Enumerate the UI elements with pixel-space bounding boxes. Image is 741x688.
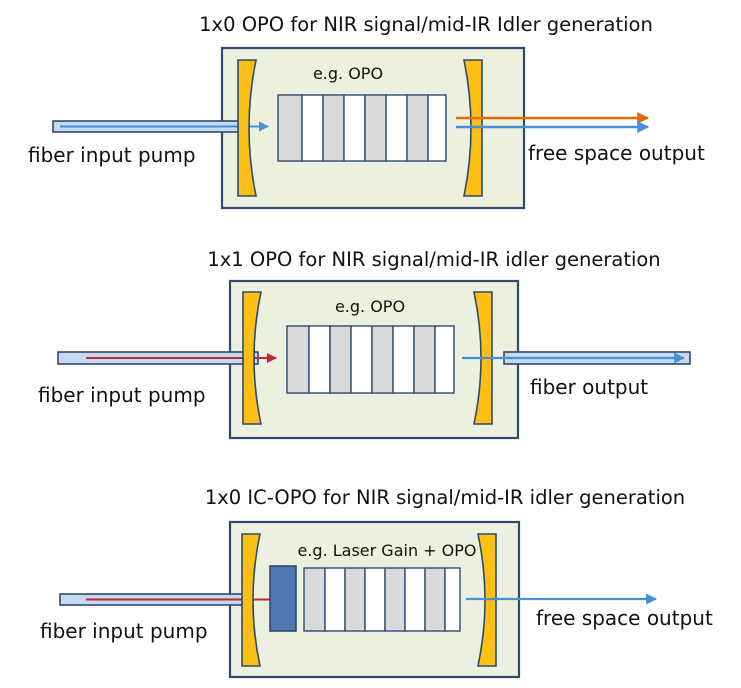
- panel-2-opo-crystal: [286, 325, 455, 394]
- panel-3-opo-crystal: [303, 567, 461, 632]
- panel-1-output-label: free space output: [528, 141, 705, 165]
- panel-1-crystal-label: e.g. OPO: [313, 64, 383, 83]
- panel-3-title: 1x0 IC-OPO for NIR signal/mid-IR idler g…: [205, 486, 685, 509]
- panel-2-output-label: fiber output: [530, 375, 648, 399]
- panel-1-opo-crystal: [277, 94, 447, 162]
- panel-3-output-label: free space output: [536, 606, 713, 630]
- panel-1-input-mirror: [237, 59, 257, 197]
- panel-3-input-mirror: [241, 533, 261, 667]
- panel-3: 1x0 IC-OPO for NIR signal/mid-IR idler g…: [40, 486, 713, 679]
- panel-3-input-label: fiber input pump: [40, 619, 208, 643]
- panel-2-crystal-label: e.g. OPO: [335, 297, 405, 316]
- panel-3-laser-gain-medium: [269, 565, 297, 632]
- panel-1: 1x0 OPO for NIR signal/mid-IR Idler gene…: [28, 13, 705, 210]
- panel-2-title: 1x1 OPO for NIR signal/mid-IR idler gene…: [207, 248, 660, 271]
- panel-2-input-mirror: [242, 291, 262, 425]
- panel-1-title: 1x0 OPO for NIR signal/mid-IR Idler gene…: [199, 13, 653, 36]
- panel-1-input-label: fiber input pump: [28, 143, 196, 167]
- panel-2-input-label: fiber input pump: [38, 383, 206, 407]
- panel-3-crystal-label: e.g. Laser Gain + OPO: [297, 541, 476, 560]
- panel-2: 1x1 OPO for NIR signal/mid-IR idler gene…: [38, 248, 691, 440]
